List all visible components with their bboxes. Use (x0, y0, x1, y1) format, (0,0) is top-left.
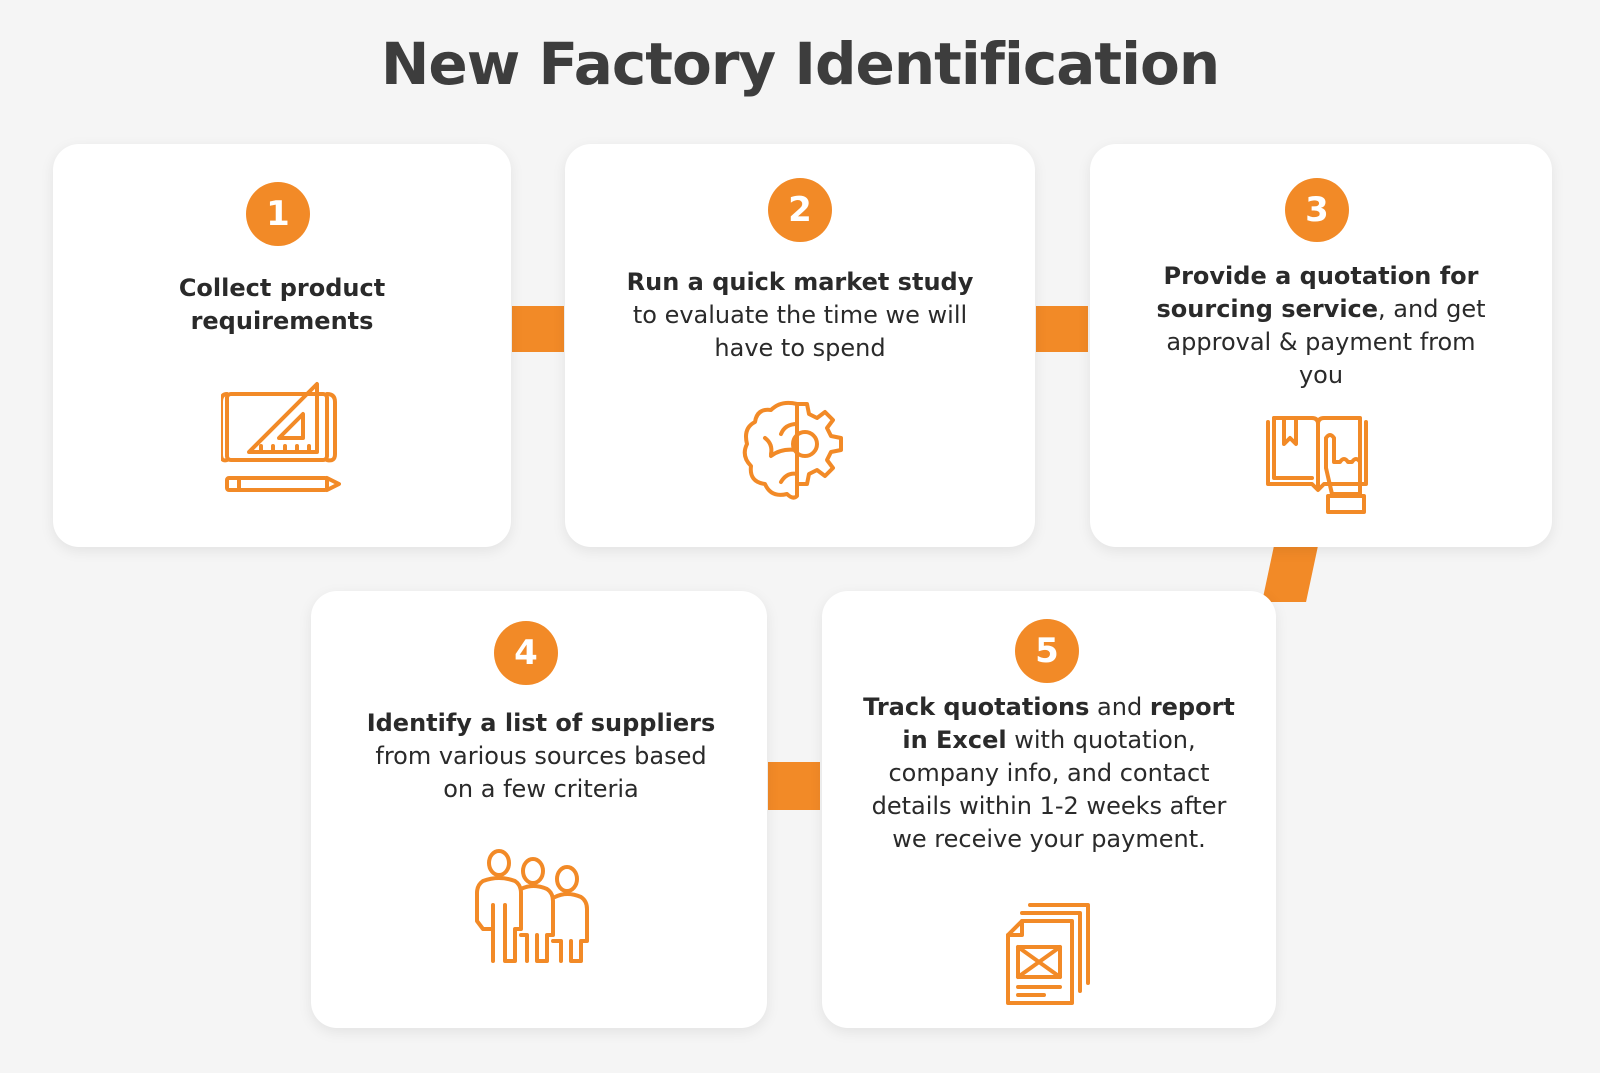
step-number-badge: 2 (768, 178, 832, 242)
step-description: Identify a list of suppliers from variou… (366, 709, 716, 803)
connector-4-5 (768, 762, 820, 810)
step-number-badge: 4 (494, 621, 558, 685)
step-card-4: 4 Identify a list of suppliers from vari… (311, 591, 767, 1028)
page-title: New Factory Identification (380, 30, 1220, 98)
people-group-icon (471, 849, 595, 969)
step-description: Collect product requirements (178, 274, 386, 335)
step-card-3: 3 Provide a quotation for sourcing servi… (1090, 144, 1552, 547)
step-number-badge: 3 (1285, 178, 1349, 242)
connector-1-2 (512, 306, 564, 352)
step-description: Provide a quotation for sourcing service… (1156, 262, 1486, 389)
connector-3-5 (1262, 546, 1318, 602)
step-description: Run a quick market study to evaluate the… (626, 268, 974, 362)
step-card-2: 2 Run a quick market study to evaluate t… (565, 144, 1035, 547)
connector-2-3 (1036, 306, 1088, 352)
step-number-badge: 1 (246, 182, 310, 246)
step-number-badge: 5 (1015, 619, 1079, 683)
book-hand-icon (1260, 414, 1376, 524)
documents-stack-icon (1004, 903, 1094, 1007)
step-card-5: 5 Track quotations and report in Excel w… (822, 591, 1276, 1028)
blueprint-ruler-icon (221, 380, 341, 500)
step-description: Track quotations and report in Excel wit… (863, 693, 1235, 853)
step-card-1: 1 Collect product requirements (53, 144, 511, 547)
brain-gear-icon (741, 398, 857, 502)
